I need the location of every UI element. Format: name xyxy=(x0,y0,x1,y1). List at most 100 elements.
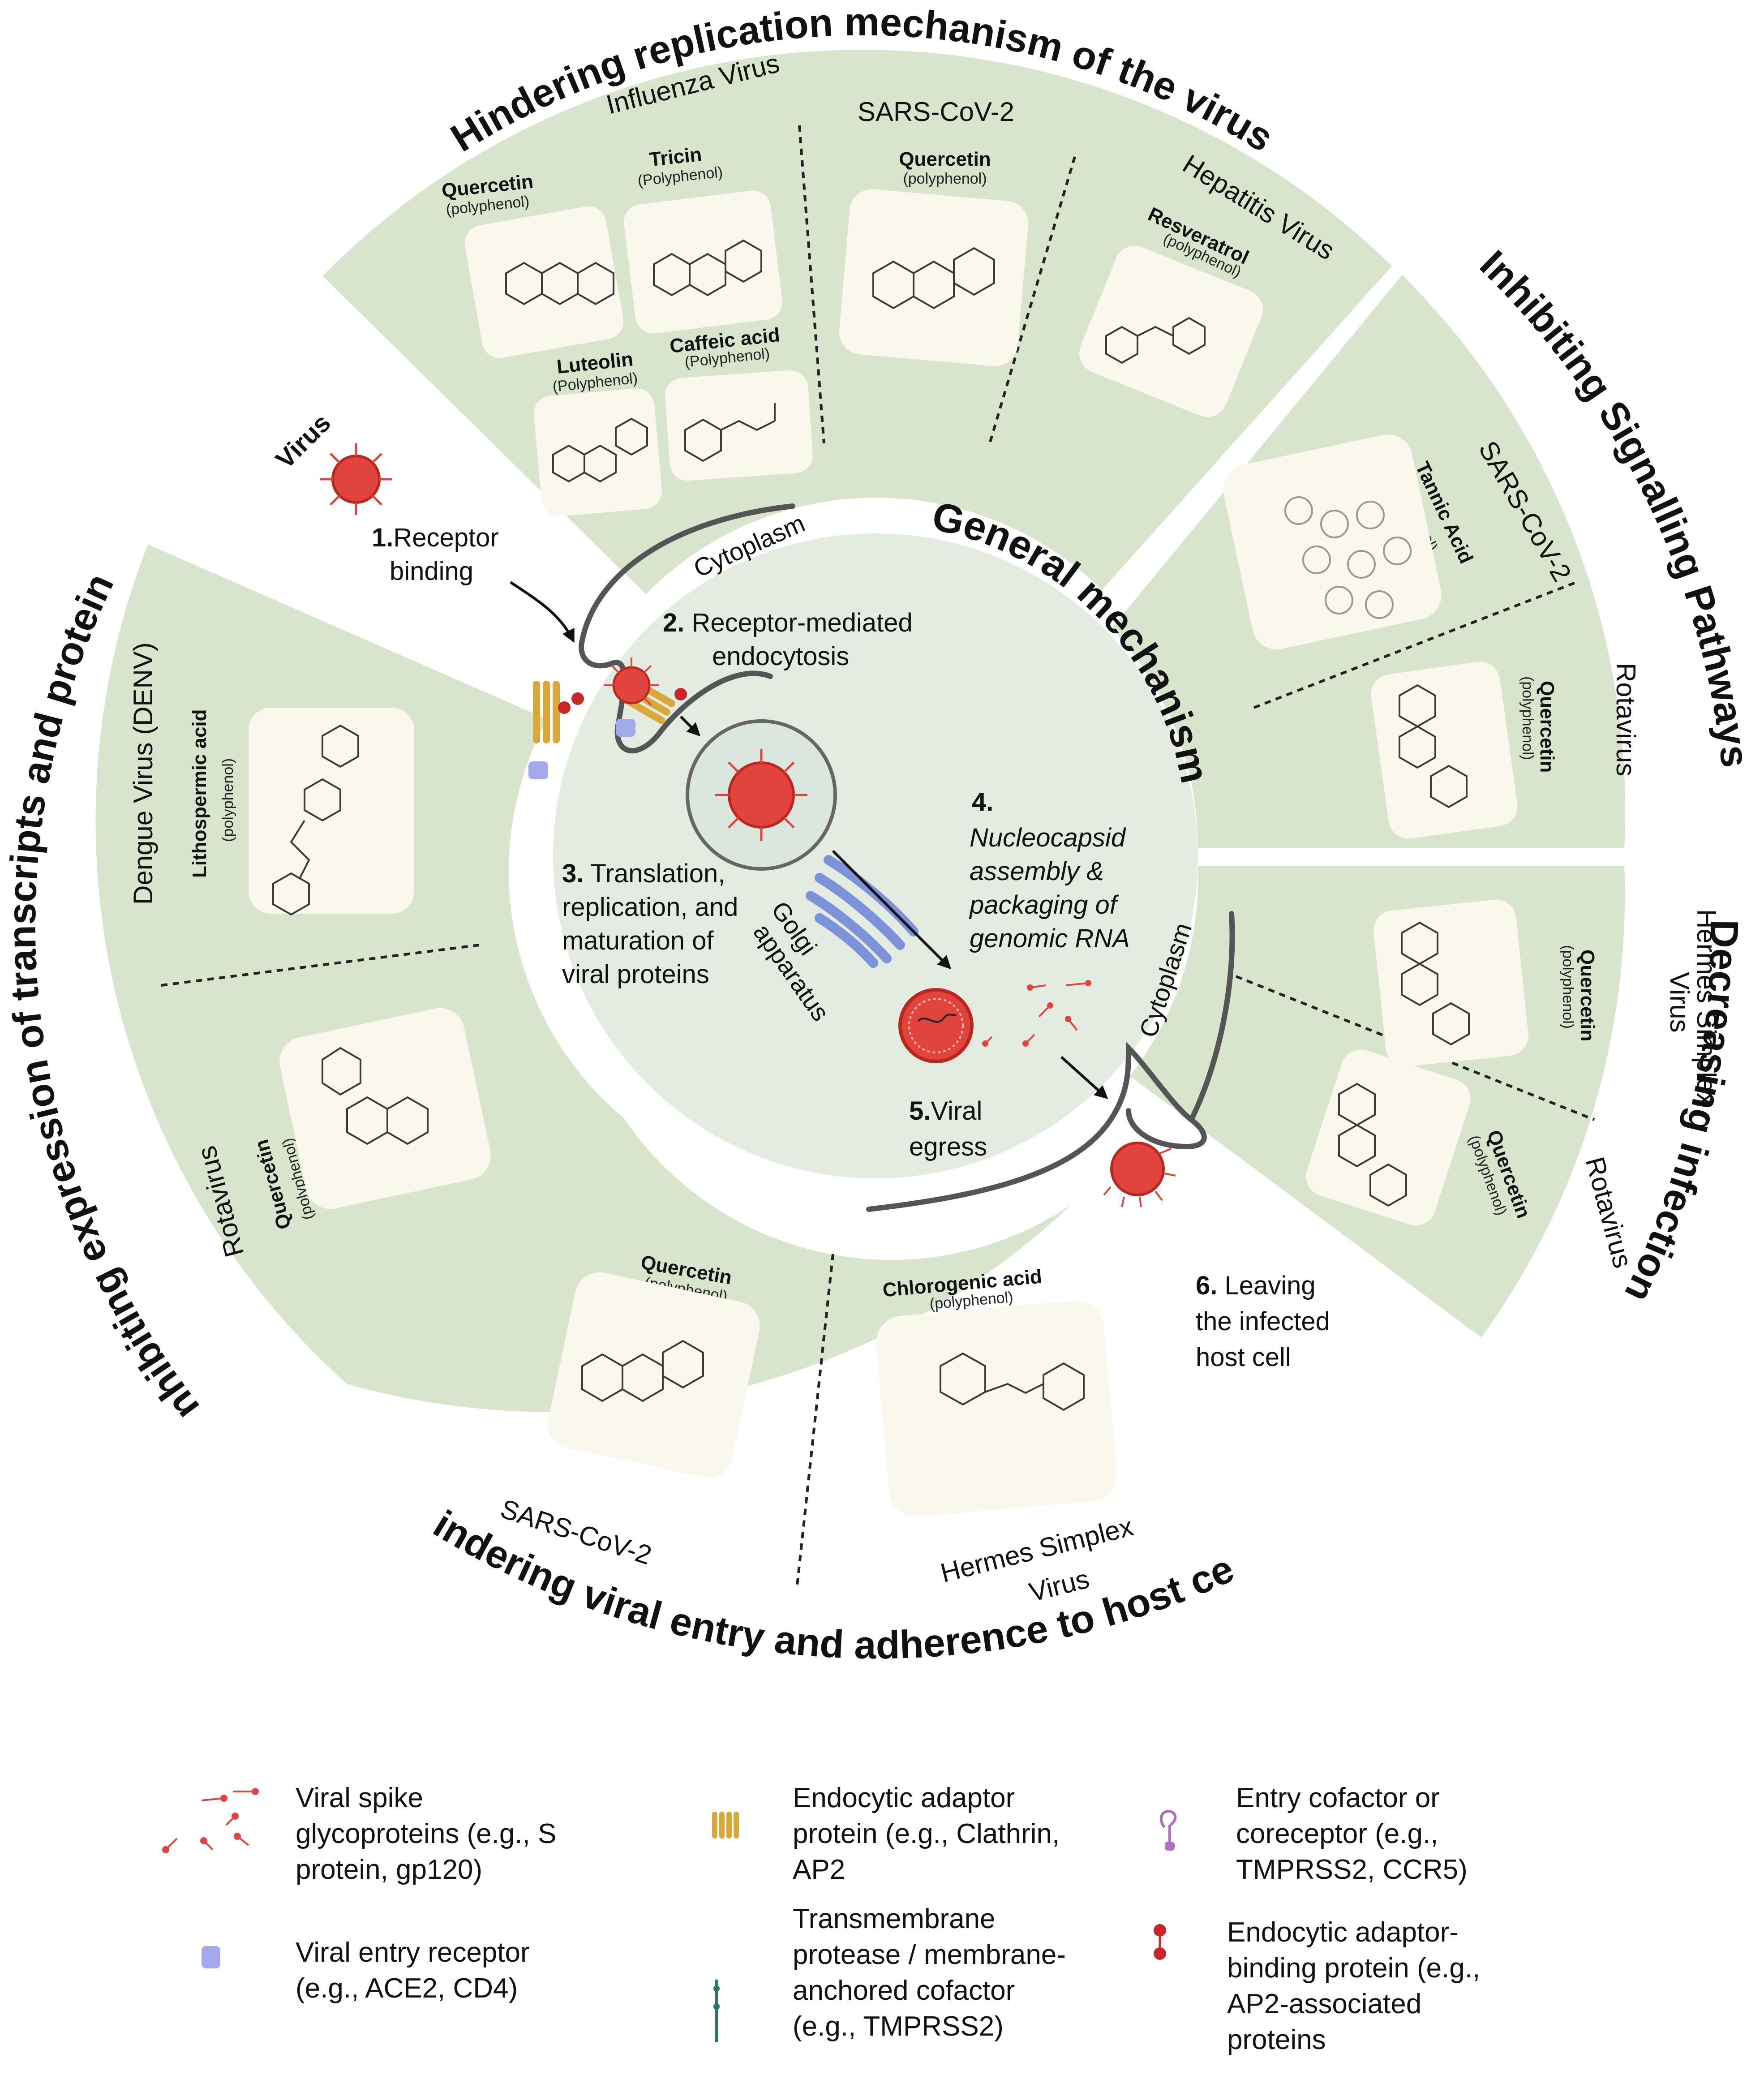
legend-label-2-line-2: TMPRSS2, CCR5) xyxy=(1236,1854,1468,1885)
virus-label-dengue: Dengue Virus (DENV) xyxy=(128,642,158,905)
virus-label-hermes-right-1: Hermes Simplex xyxy=(1691,909,1721,1106)
structure-quercetin-rotavirus-left-icon xyxy=(322,1047,429,1145)
endocytosed-virus-icon xyxy=(604,657,659,706)
endosome-icon xyxy=(686,719,837,871)
step-3-line-2: replication, and xyxy=(562,893,738,922)
structure-card-quercetin-rotavirus-rb xyxy=(1306,1049,1471,1226)
structure-quercetin-influenza-icon xyxy=(505,262,614,305)
step-5-line-2: egress xyxy=(909,1132,987,1161)
assembled-virion-icon xyxy=(898,988,974,1063)
legend-label-4-line-3: (e.g., TMPRSS2) xyxy=(793,2011,1004,2042)
step-1-line-2: binding xyxy=(390,557,473,586)
structure-caffeic-acid-icon xyxy=(684,403,776,462)
structure-quercetin-sars-bottom-icon xyxy=(581,1340,704,1402)
structure-resveratrol-icon xyxy=(1105,317,1206,364)
structure-quercetin-hermes-right-icon xyxy=(1401,921,1470,1046)
step-3-line-4: viral proteins xyxy=(562,960,709,989)
structure-luteolin-icon xyxy=(552,417,648,483)
structure-card-quercetin-sars-bottom xyxy=(548,1272,760,1478)
legend-label-5-line-1: binding protein (e.g., xyxy=(1227,1953,1480,1984)
structure-quercetin-rotavirus-right-icon xyxy=(1399,684,1468,808)
step-4-number: 4. xyxy=(972,787,993,816)
legend-label-5-line-2: AP2-associated xyxy=(1227,1989,1421,2019)
legend-label-3-line-1: (e.g., ACE2, CD4) xyxy=(296,1973,518,2004)
divider-top-2 xyxy=(988,156,1076,444)
legend-label-0-line-0: Viral spike xyxy=(296,1783,423,1813)
structure-quercetin-sars-top-icon xyxy=(872,247,995,309)
sector-bottom xyxy=(347,1118,1071,1412)
structure-card-tannic-acid xyxy=(1223,434,1442,649)
legend-label-5-line-0: Endocytic adaptor- xyxy=(1227,1917,1459,1948)
legend-label-3-line-0: Viral entry receptor xyxy=(296,1937,530,1968)
legend-label-4-line-0: Transmembrane xyxy=(793,1903,996,1934)
virus-label: Virus xyxy=(270,408,336,474)
legend-label-1-line-1: protein (e.g., Clathrin, xyxy=(793,1818,1060,1849)
scattered-spike-proteins xyxy=(982,980,1091,1047)
entry-receptor-icon xyxy=(202,1946,220,1968)
compound-name-tricin: Tricin xyxy=(648,143,703,171)
compound-name-lithospermic-acid: Lithospermic acid xyxy=(189,709,210,878)
structure-card-quercetin-influenza xyxy=(464,206,624,358)
structure-card-quercetin-hermes-right xyxy=(1373,899,1528,1067)
budding-virion-icon xyxy=(1103,1142,1176,1207)
legend: Viral spike glycoproteins (e.g., S prote… xyxy=(162,1783,1480,2055)
compound-class-lithospermic-acid: (polyphenol) xyxy=(219,758,236,842)
step-3-line-1: 3. Translation, xyxy=(562,859,725,888)
virus-label-rotavirus-right: Rotavirus xyxy=(1611,663,1641,776)
divider-bottom xyxy=(796,1254,834,1586)
legend-label-4-line-2: anchored cofactor xyxy=(793,1975,1015,2006)
step-5-arrow xyxy=(1060,1056,1108,1100)
structure-card-luteolin xyxy=(534,388,662,516)
step-4-line-3: packaging of xyxy=(969,890,1120,919)
endocytic-adaptor-icon xyxy=(712,1812,739,1839)
step-6-line-3: host cell xyxy=(1196,1343,1291,1372)
structure-card-chlorogenic-acid xyxy=(876,1300,1117,1517)
structure-card-quercetin-sars-top xyxy=(839,189,1029,366)
free-virus-icon xyxy=(320,443,392,515)
compound-class-quercetin-sars-top: (polyphenol) xyxy=(903,170,987,187)
entry-cofactor-icon xyxy=(1159,1810,1177,1851)
structure-tricin-icon xyxy=(653,239,762,296)
legend-label-0-line-2: protein, gp120) xyxy=(296,1854,482,1885)
structure-card-quercetin-rotavirus-right xyxy=(1371,662,1518,839)
virus-label-sars-top: SARS-CoV-2 xyxy=(858,97,1014,127)
structure-card-lithospermic-acid xyxy=(249,708,414,914)
legend-label-0-line-1: glycoproteins (e.g., S xyxy=(296,1818,556,1849)
step-4-line-4: genomic RNA xyxy=(970,924,1130,953)
cell-membrane-lower xyxy=(866,911,1235,1212)
legend-label-2-line-1: coreceptor (e.g., xyxy=(1236,1818,1438,1849)
compound-class-quercetin-rotavirus-right: (polyphenol) xyxy=(1519,676,1536,760)
step-3-arrow xyxy=(832,850,952,970)
virus-label-rotavirus-right-bottom: Rotavirus xyxy=(1579,1154,1638,1271)
divider-right-bottom xyxy=(1235,975,1595,1121)
structure-card-tricin xyxy=(624,190,782,334)
compound-name-quercetin-rotavirus-right: Quercetin xyxy=(1536,681,1558,773)
step-5-line-1: 5.Viral xyxy=(909,1096,982,1126)
legend-label-5-line-3: proteins xyxy=(1227,2024,1326,2055)
step-3-line-3: maturation of xyxy=(562,926,714,955)
structure-card-caffeic-acid xyxy=(665,370,813,481)
compound-name-quercetin-sars-top: Quercetin xyxy=(899,148,991,170)
structure-lithospermic-acid-icon xyxy=(272,724,359,916)
step-6-line-1: 6. Leaving xyxy=(1196,1271,1316,1300)
legend-label-1-line-2: AP2 xyxy=(793,1854,845,1885)
legend-label-4-line-1: protease / membrane- xyxy=(793,1939,1066,1970)
legend-label-2-line-0: Entry cofactor or xyxy=(1236,1783,1440,1813)
sector-left xyxy=(95,544,624,1384)
step-2-line-1: 2. Receptor-mediated xyxy=(663,608,913,637)
step-2-line-2: endocytosis xyxy=(712,642,849,671)
step-1-arrow xyxy=(510,581,575,643)
structure-card-resveratrol xyxy=(1079,245,1263,417)
legend-label-1-line-0: Endocytic adaptor xyxy=(793,1783,1015,1813)
step-6-line-2: the infected xyxy=(1196,1307,1330,1336)
step-2-arrow xyxy=(679,715,701,737)
spike-glycoprotein-icon xyxy=(162,1788,259,1853)
structure-chlorogenic-acid-icon xyxy=(940,1352,1085,1411)
step-1-line-1: 1.Receptor xyxy=(372,523,499,552)
virus-label-hermes-right-2: Virus xyxy=(1665,972,1695,1033)
compound-name-quercetin-hermes-right: Quercetin xyxy=(1576,949,1598,1041)
structure-tannic-acid-icon xyxy=(1284,496,1412,619)
structure-quercetin-rotavirus-rb-icon xyxy=(1338,1083,1407,1207)
cell-disc xyxy=(553,533,1198,1178)
